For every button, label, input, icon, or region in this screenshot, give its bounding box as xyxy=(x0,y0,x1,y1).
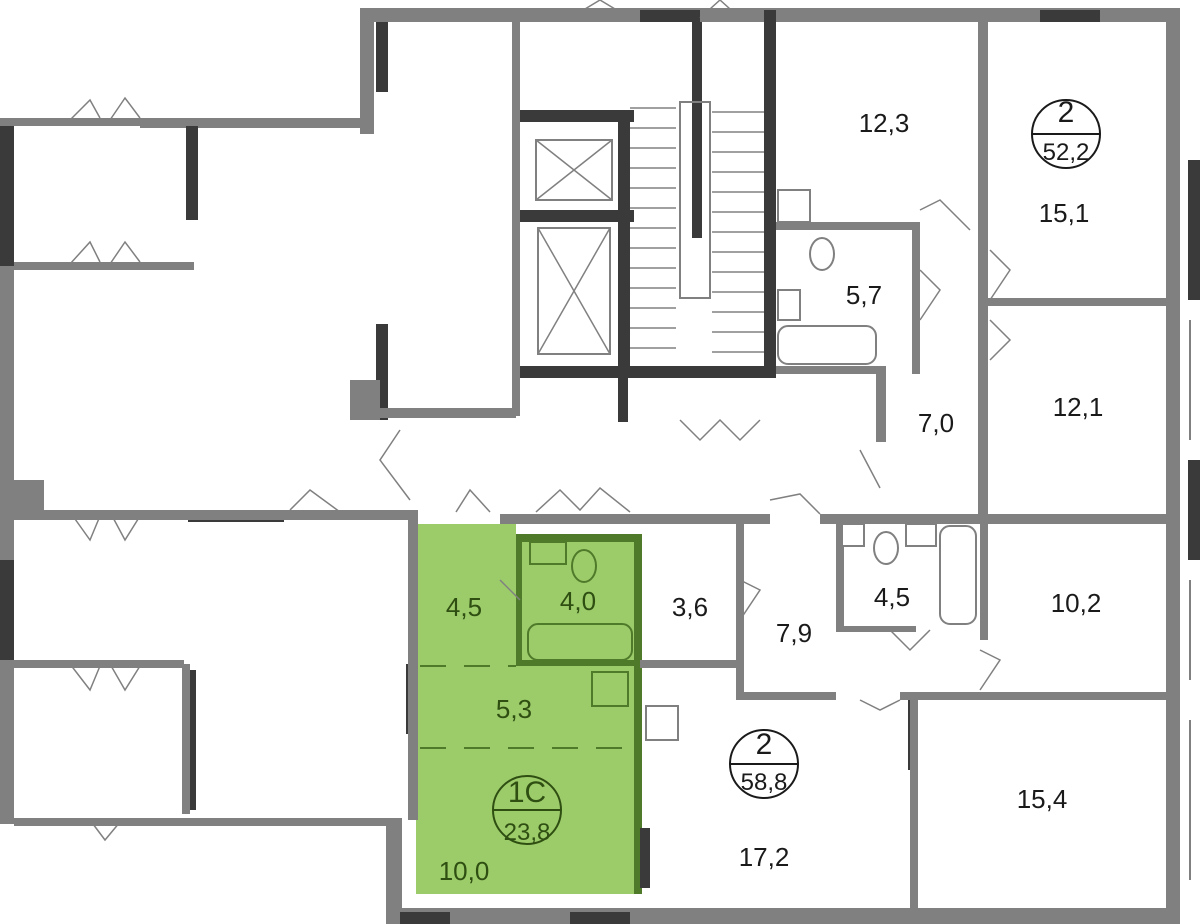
interior-walls xyxy=(0,22,1170,908)
room-area-label: 5,7 xyxy=(846,280,882,310)
fixtures xyxy=(645,189,977,741)
room-area-label: 12,3 xyxy=(859,108,910,138)
room-area-label: 17,2 xyxy=(739,842,790,872)
room-area-label: 3,6 xyxy=(672,592,708,622)
badge-apartment-1c: 1С 23,8 xyxy=(492,775,562,846)
room-area-label: 7,9 xyxy=(776,618,812,648)
windows xyxy=(3,11,1191,917)
badge-area: 58,8 xyxy=(741,769,788,796)
room-area-label: 15,4 xyxy=(1017,784,1068,814)
badge-rooms: 2 xyxy=(756,728,773,761)
elevators xyxy=(535,139,613,355)
badge-area: 52,2 xyxy=(1043,139,1090,166)
room-labels: 12,3 15,1 5,7 7,0 12,1 4,5 4,0 3,6 7,9 4… xyxy=(439,108,1104,886)
room-area-label: 15,1 xyxy=(1039,198,1090,228)
badge-apartment-58: 2 58,8 xyxy=(729,728,799,799)
badge-apartment-52: 2 52,2 xyxy=(1031,96,1101,169)
badge-rooms: 1С xyxy=(508,776,546,809)
badge-rooms: 2 xyxy=(1058,96,1075,129)
badge-area: 23,8 xyxy=(504,819,551,846)
room-area-label: 10,2 xyxy=(1051,588,1102,618)
doors xyxy=(69,0,1012,842)
room-area-label: 4,5 xyxy=(874,582,910,612)
room-area-label: 7,0 xyxy=(918,408,954,438)
room-area-label: 12,1 xyxy=(1053,392,1104,422)
room-area-label: 4,5 xyxy=(446,592,482,622)
stairs xyxy=(630,101,764,353)
room-area-label: 4,0 xyxy=(560,586,596,616)
room-area-label: 10,0 xyxy=(439,856,490,886)
room-area-label: 5,3 xyxy=(496,694,532,724)
